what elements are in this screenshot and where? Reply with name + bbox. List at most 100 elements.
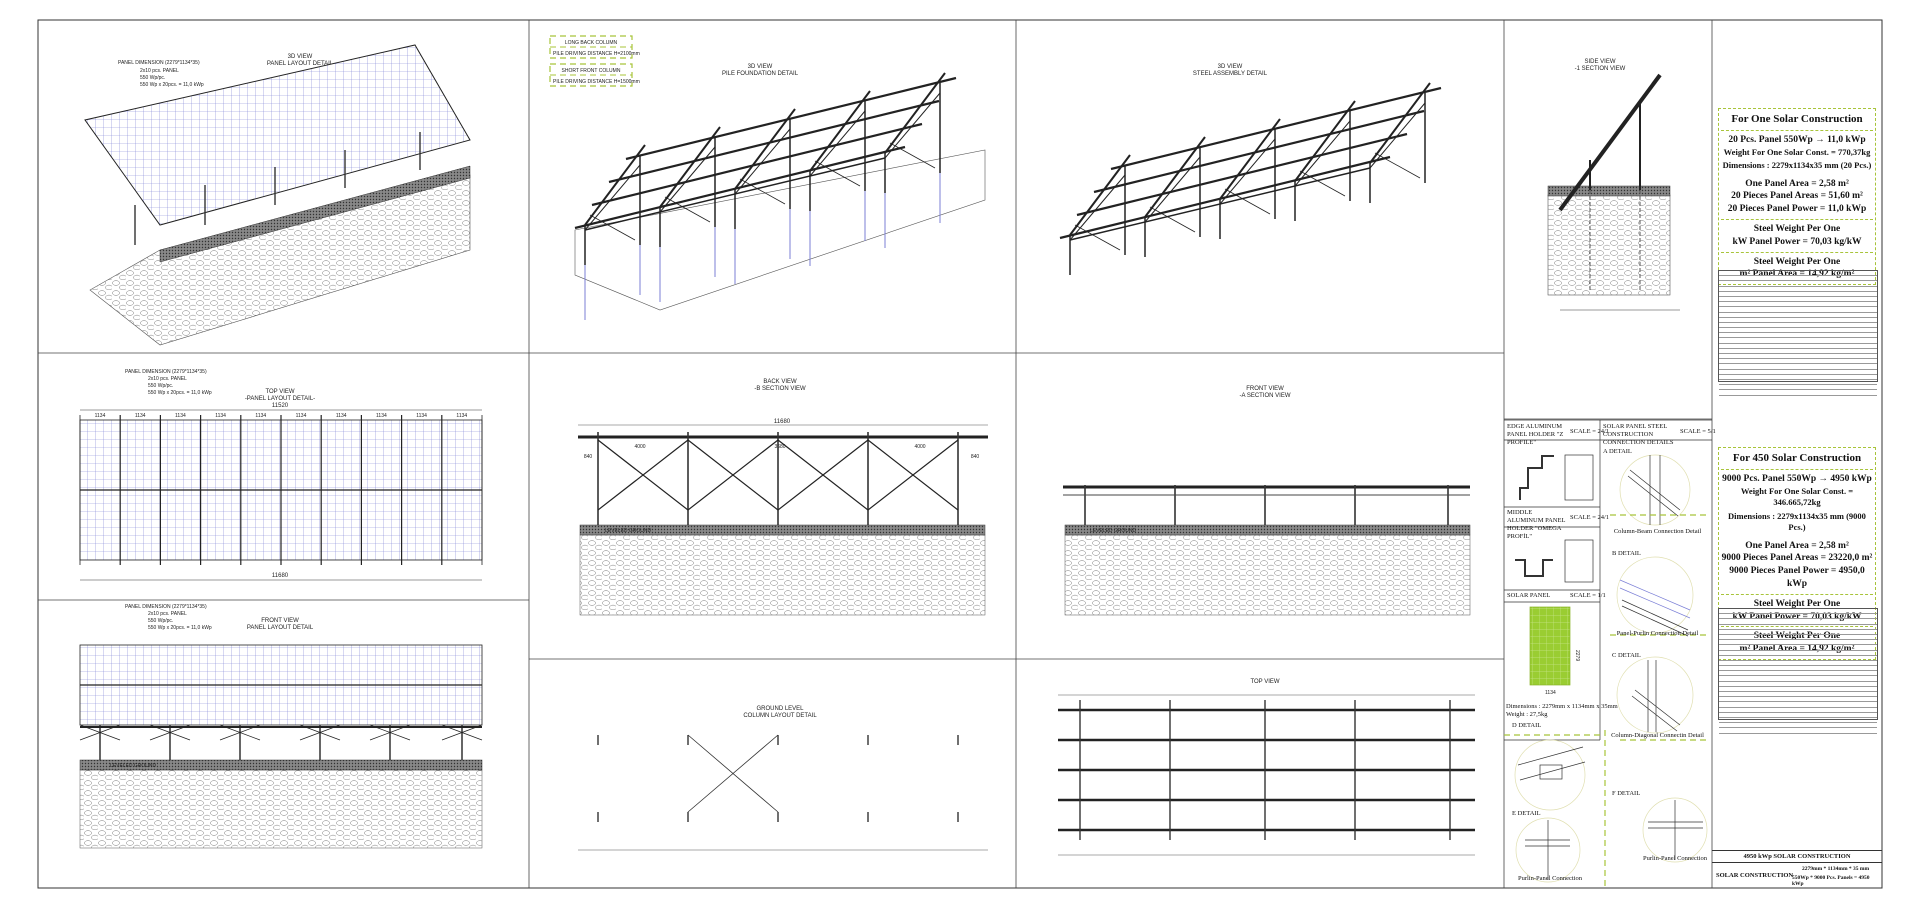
table-row (1719, 630, 1877, 635)
svg-text:11680: 11680 (774, 419, 791, 425)
d-detail-title: D DETAIL (1512, 722, 1542, 729)
table-row (1719, 385, 1877, 391)
info-areas: 20 Pieces Panel Areas = 51,60 m² (1731, 191, 1863, 202)
title-block-name: SOLAR CONSTRUCTION (1716, 872, 1794, 879)
purlin (1076, 132, 1408, 217)
view-title: 3D VIEW (288, 54, 313, 60)
3d-pile-foundation-view: 3D VIEW PILE FOUNDATION DETAIL LONG BACK… (549, 35, 986, 320)
steel-member (1149, 206, 1196, 233)
b-detail-caption: Panel-Purlin Connection Detail (1616, 630, 1699, 637)
steel-member (1069, 174, 1126, 241)
material-table-450 (1718, 608, 1878, 734)
table-row (1719, 723, 1877, 729)
steel-member (1069, 154, 1131, 236)
info-steel-m2-value: m² Panel Area = 14,92 kg/m² (1739, 644, 1855, 655)
title-block-info: SOLAR CONSTRUCTION 2279mm * 1134mm * 35 … (1712, 862, 1882, 887)
info-area: One Panel Area = 2,58 m² (1745, 178, 1849, 189)
table-row (1719, 359, 1877, 365)
svg-text:LEVELED GROUND: LEVELED GROUND (110, 763, 157, 769)
solar-panel-title: SOLAR PANEL (1507, 592, 1551, 599)
info-power: 9000 Pieces Panel Power = 4950,0 kWp (1729, 566, 1865, 589)
panel-dimension-note: PANEL DIMENSION (2279*1134*35) 2x10 pcs.… (125, 369, 212, 396)
info-panels: 9000 Pcs. Panel 550Wp → 4950 kWp (1722, 473, 1872, 484)
svg-text:LEVELED GROUND: LEVELED GROUND (605, 528, 652, 534)
svg-text:-B SECTION VIEW: -B SECTION VIEW (754, 386, 806, 392)
table-row (1719, 338, 1877, 344)
steel-member (867, 439, 959, 511)
detail-drawings (1504, 419, 1712, 890)
svg-text:PANEL DIMENSION (2279*1134*35): PANEL DIMENSION (2279*1134*35) (125, 369, 207, 375)
svg-text:SIDE VIEW: SIDE VIEW (1584, 59, 1615, 65)
info-power: 20 Pieces Panel Power = 11,0 kWp (1727, 204, 1867, 215)
bay-dimension: 1134 (296, 413, 307, 419)
steel-member (1219, 118, 1281, 200)
info-steel-kw-label: Steel Weight Per One (1753, 224, 1841, 235)
table-row (1719, 364, 1877, 370)
table-row (1719, 687, 1877, 692)
bay-dimension: 1134 (95, 413, 106, 419)
svg-text:2x10 pcs. PANEL: 2x10 pcs. PANEL (140, 68, 179, 74)
table-row (1719, 609, 1877, 615)
table-row (1719, 640, 1877, 646)
svg-text:550 Wp x 20pcs. = 11,0 kWp: 550 Wp x 20pcs. = 11,0 kWp (148, 390, 212, 396)
svg-text:FRONT VIEW: FRONT VIEW (261, 618, 299, 624)
table-row (1719, 666, 1877, 672)
c-detail-caption: Column-Diagonal Connectin Detail (1611, 732, 1704, 739)
sheet-border (37, 19, 1883, 889)
info-steel-kw-value: kW Panel Power = 70,03 kg/kW (1732, 236, 1862, 247)
table-row (1719, 318, 1877, 323)
svg-text:-A SECTION VIEW: -A SECTION VIEW (1239, 393, 1290, 399)
steel-member (1299, 170, 1346, 197)
steel-member (687, 439, 779, 511)
svg-text:550 Wp/pc.: 550 Wp/pc. (140, 75, 165, 81)
table-row (1719, 671, 1877, 677)
table-row (1719, 692, 1877, 698)
panel-rafter (1558, 73, 1662, 212)
svg-text:LONG BACK COLUMN: LONG BACK COLUMN (565, 40, 618, 46)
svg-text:2279: 2279 (1574, 650, 1580, 661)
pile-note-short-front: SHORT FRONT COLUMN PILE DRIVING DISTANCE… (549, 63, 640, 87)
svg-text:GROUND LEVEL: GROUND LEVEL (756, 706, 804, 712)
info-steel-m2-label: Steel Weight Per One (1753, 631, 1841, 642)
steel-member (1369, 82, 1431, 164)
front-panel-layout-view: FRONT VIEW PANEL LAYOUT DETAIL PANEL DIM… (79, 604, 483, 849)
table-row (1719, 307, 1877, 313)
svg-text:PILE DRIVING DISTANCE H=150: PILE DRIVING DISTANCE H=1500mm (553, 79, 640, 85)
e-detail-title: E DETAIL (1512, 810, 1541, 817)
steel-member (777, 439, 869, 511)
steel-member (584, 164, 641, 231)
c-detail-title: C DETAIL (1612, 652, 1641, 659)
edge-holder-title: EDGE ALUMINUM PANEL HOLDER "Z PROFILE" (1507, 423, 1564, 447)
table-row (1719, 625, 1877, 630)
front-a-section-view: FRONT VIEW -A SECTION VIEW LEVELED GROUN… (1063, 386, 1471, 616)
svg-text:550 Wp/pc.: 550 Wp/pc. (148, 618, 173, 624)
steel-member (584, 144, 646, 226)
table-row (1719, 344, 1877, 349)
steel-member (814, 160, 861, 187)
purlin (1059, 155, 1391, 240)
bay-dimension: 1134 (416, 413, 427, 419)
svg-text:STEEL ASSEMBLY DETAIL: STEEL ASSEMBLY DETAIL (1193, 71, 1268, 77)
gravel-base (89, 174, 471, 346)
svg-text:PANEL LAYOUT DETAIL: PANEL LAYOUT DETAIL (247, 625, 314, 631)
bay-dimension: 4000 (634, 444, 645, 450)
svg-text:1134: 1134 (1545, 690, 1556, 696)
svg-text:550 Wp x 20pcs. = 11,0 kWp: 550 Wp x 20pcs. = 11,0 kWp (140, 82, 204, 88)
svg-text:2x10 pcs. PANEL: 2x10 pcs. PANEL (148, 611, 187, 617)
svg-text:BACK VIEW: BACK VIEW (763, 379, 797, 385)
svg-text:PANEL DIMENSION (2279*1134*35): PANEL DIMENSION (2279*1134*35) (125, 604, 207, 610)
bay-dimension: 4000 (914, 444, 925, 450)
table-row (1719, 651, 1877, 656)
bay-dimension: 1134 (376, 413, 387, 419)
table-row (1719, 276, 1877, 282)
table-row (1719, 313, 1877, 318)
steel-member (659, 126, 721, 208)
title-block-project: 4950 kWp SOLAR CONSTRUCTION (1712, 850, 1882, 862)
table-row (1719, 676, 1877, 682)
info-steel-m2-value: m² Panel Area = 14,92 kg/m² (1739, 269, 1855, 280)
edge-holder-scale: SCALE = 24/1 (1570, 428, 1610, 435)
table-row (1719, 661, 1877, 667)
table-row (1719, 645, 1877, 651)
svg-text:FRONT VIEW: FRONT VIEW (1246, 386, 1284, 392)
